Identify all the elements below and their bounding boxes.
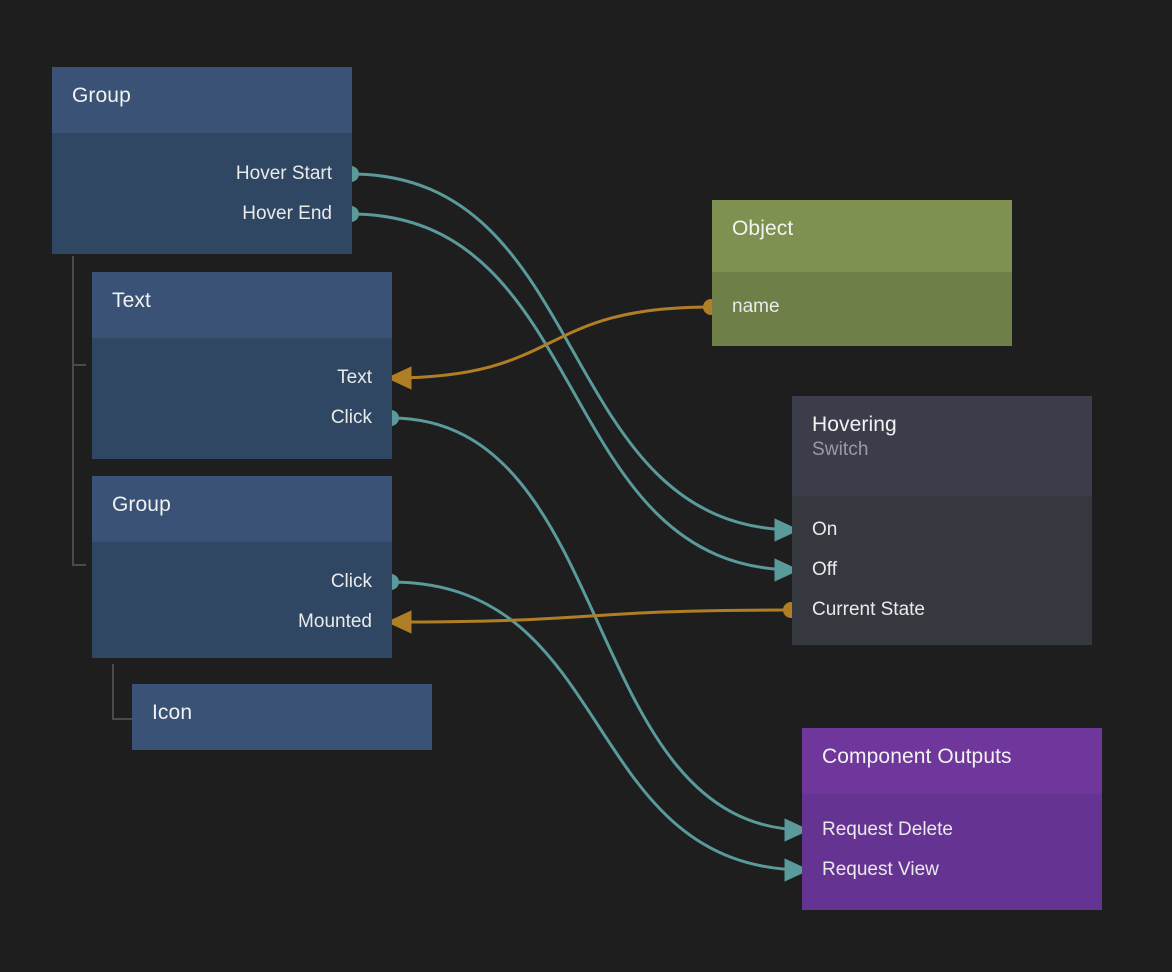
port-on[interactable]: On bbox=[812, 519, 838, 540]
port-request-delete[interactable]: Request Delete bbox=[822, 819, 953, 840]
node-header-icon: Icon bbox=[132, 684, 432, 750]
connection-2[interactable] bbox=[386, 305, 713, 390]
node-subtitle: Switch bbox=[812, 439, 869, 460]
node-header-group-child: Group bbox=[92, 476, 392, 542]
node-icon[interactable]: Icon bbox=[132, 684, 432, 750]
node-title: Hovering bbox=[812, 413, 897, 436]
node-header-text: Text bbox=[92, 272, 392, 338]
tree-tick-text bbox=[74, 364, 86, 366]
node-object[interactable]: Object name bbox=[712, 200, 1012, 346]
port-off[interactable]: Off bbox=[812, 559, 837, 580]
port-request-view[interactable]: Request View bbox=[822, 859, 939, 880]
connection-4[interactable] bbox=[389, 580, 810, 882]
node-title: Group bbox=[72, 84, 131, 107]
port-hover-end[interactable]: Hover End bbox=[242, 203, 332, 224]
tree-guide-icon bbox=[112, 664, 134, 720]
tree-guide-root bbox=[72, 256, 86, 566]
node-title: Component Outputs bbox=[822, 745, 1012, 768]
connection-3[interactable] bbox=[389, 416, 810, 842]
node-header-component-outputs: Component Outputs bbox=[802, 728, 1102, 794]
connection-5[interactable] bbox=[386, 608, 793, 634]
port-current-state[interactable]: Current State bbox=[812, 599, 925, 620]
tree-tick-group bbox=[74, 564, 86, 566]
port-name[interactable]: name bbox=[732, 296, 780, 317]
node-title: Text bbox=[112, 289, 151, 312]
port-mounted[interactable]: Mounted bbox=[298, 611, 372, 632]
port-click[interactable]: Click bbox=[330, 407, 372, 428]
node-header-object: Object bbox=[712, 200, 1012, 272]
node-body-object: name bbox=[712, 272, 1012, 346]
node-title: Icon bbox=[152, 701, 193, 724]
port-text[interactable]: Text bbox=[337, 367, 372, 388]
node-title: Object bbox=[732, 217, 794, 240]
port-hover-start[interactable]: Hover Start bbox=[235, 163, 332, 184]
node-header-group-root: Group bbox=[52, 67, 352, 133]
node-title: Group bbox=[112, 493, 171, 516]
port-click[interactable]: Click bbox=[330, 571, 372, 592]
